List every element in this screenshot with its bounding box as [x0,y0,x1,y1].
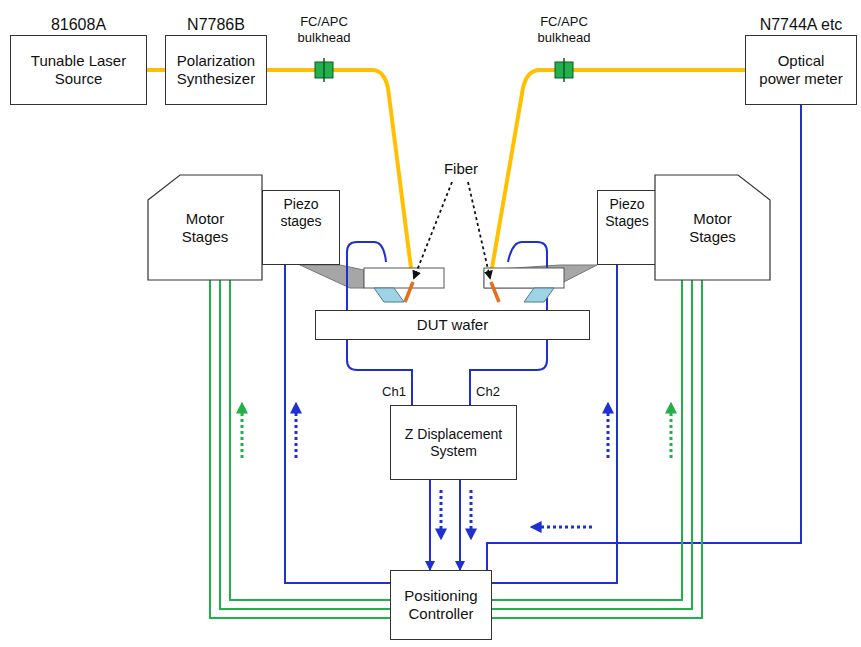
stage-arm [484,265,597,288]
stage-block: Motor Stages [148,175,262,280]
fiber-tip [491,282,499,302]
bulkhead-symbol [315,58,573,82]
box-label: Z Displacement System [391,422,516,464]
fiber-cable [332,70,411,268]
direction-arrow [241,404,244,458]
pointer-arrow [414,182,452,278]
pointer-arrow [414,182,490,278]
fiber-holder [364,268,444,288]
pointer-arrow [468,182,490,278]
direction-arrow [295,404,298,458]
channel-label: Ch1 [380,384,408,400]
box-label: Positioning Controller [391,583,491,627]
fiber-label: Fiber [438,160,484,178]
box-label: Motor Stages [678,206,748,250]
signal-cable [429,480,431,570]
device-box: N7744A etcOptical power meter [745,35,857,105]
sensor-prism [524,288,554,302]
stage-outline [148,175,262,280]
box-label: Piezo stages [263,191,339,235]
model-number: 81608A [0,12,166,38]
fiber-holder [484,268,564,288]
box-label: Motor Stages [170,206,240,250]
stage-block: Motor Stages [655,175,770,280]
fiber-cable [492,70,556,268]
device-box: DUT wafer [315,310,590,340]
fiber-cable [265,68,316,72]
device-box: Piezo Stages [597,190,657,265]
direction-arrow [470,490,473,538]
box-label: Tunable Laser Source [11,48,146,92]
fiber-tip [405,282,413,302]
device-box: Z Displacement System [390,405,517,480]
connector-label: FC/APC bulkhead [288,14,360,45]
device-box: N7786BPolarization Synthesizer [165,35,267,105]
box-label: Polarization Synthesizer [166,48,266,92]
device-box: 81608ATunable Laser Source [10,35,147,105]
signal-cable [459,480,461,570]
device-box: Positioning Controller [390,570,492,640]
box-label: Piezo Stages [598,191,656,235]
direction-arrow [440,490,443,538]
box-label: DUT wafer [411,312,494,338]
model-number: N7786B [146,12,286,38]
sensor-prism [374,288,404,302]
device-box: Piezo stages [262,190,340,265]
channel-label: Ch2 [474,384,502,400]
direction-arrow [532,526,592,529]
box-label: Optical power meter [751,48,851,92]
direction-arrow [242,404,671,538]
stage-outline [655,175,770,280]
direction-arrow [607,404,610,458]
fiber-cable [147,68,165,72]
model-number: N7744A etc [726,12,861,38]
bulkhead-flange [563,58,565,82]
bulkhead-flange [323,58,325,82]
direction-arrow [670,404,673,458]
stage-arm [300,265,364,288]
connector-label: FC/APC bulkhead [528,14,600,45]
fiber-cable [572,68,745,72]
